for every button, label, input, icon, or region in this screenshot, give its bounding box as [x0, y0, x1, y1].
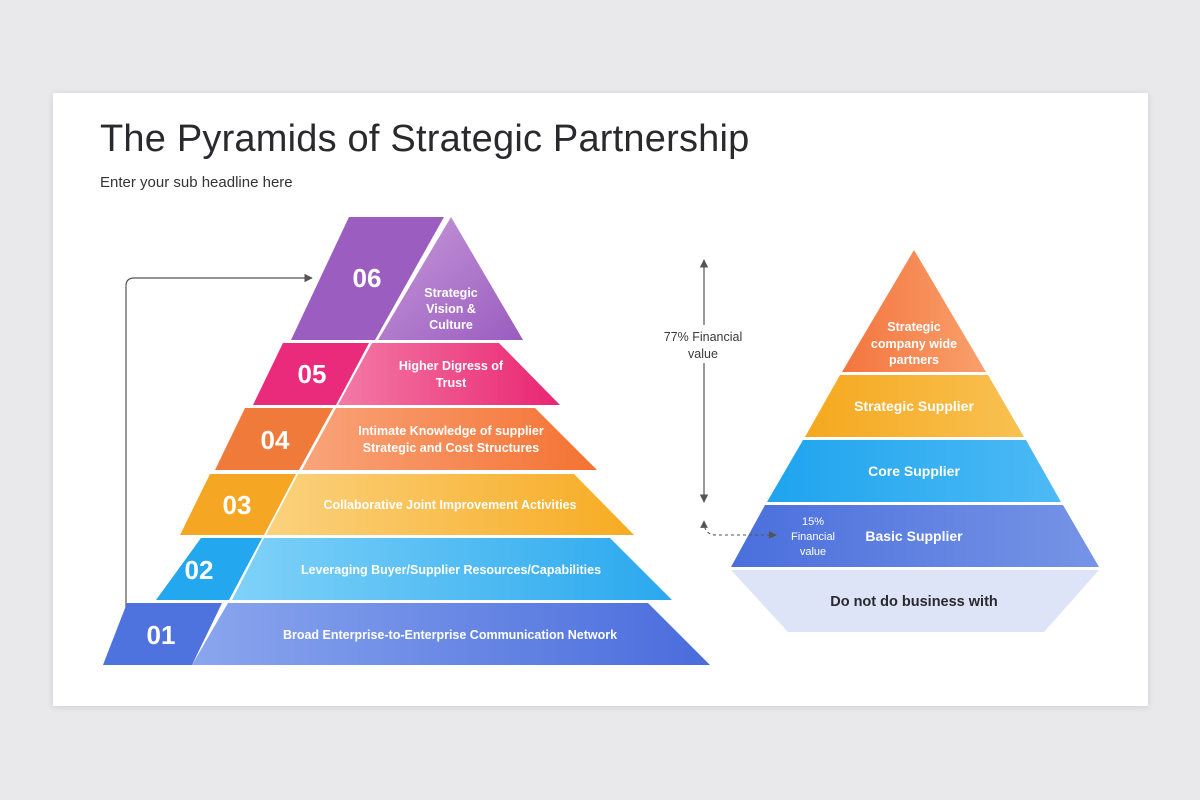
page-subtitle: Enter your sub headline here	[100, 174, 293, 191]
left-level-06-label-line3: Culture	[429, 318, 473, 332]
right-level-basic-supplier-label: Basic Supplier	[865, 528, 963, 544]
left-level-02-number: 02	[185, 555, 214, 585]
left-level-06-band	[378, 217, 523, 340]
financial-value-top-line2: value	[688, 347, 718, 361]
left-level-02-label: Leveraging Buyer/Supplier Resources/Capa…	[301, 563, 601, 577]
left-level-04-tab	[215, 408, 333, 470]
left-level-01-band	[192, 603, 710, 665]
basic-financial-line3: value	[800, 546, 826, 558]
left-level-02-band	[232, 538, 672, 600]
left-level-04-label-line1: Intimate Knowledge of supplier	[358, 424, 544, 438]
left-level-05-label-line1: Higher Digress of	[399, 359, 504, 373]
right-base-label: Do not do business with	[830, 594, 998, 610]
left-level-02-tab	[156, 538, 262, 600]
financial-value-label-bg	[656, 325, 752, 363]
left-level-03-number: 03	[223, 490, 252, 520]
left-level-03-tab	[180, 474, 296, 535]
basic-financial-pointer	[700, 520, 777, 539]
left-level-01-label: Broad Enterprise-to-Enterprise Communica…	[283, 628, 617, 642]
right-level-strategic-partners-line2: company wide	[871, 337, 957, 351]
right-level-strategic-supplier	[805, 375, 1024, 437]
left-level-04-number: 04	[261, 425, 290, 455]
left-level-06-label-line2: Vision &	[426, 302, 476, 316]
financial-value-top-line1: 77% Financial	[664, 330, 743, 344]
right-level-core-supplier-label: Core Supplier	[868, 463, 960, 479]
page-title: The Pyramids of Strategic Partnership	[100, 118, 750, 160]
basic-financial-line1: 15%	[802, 516, 824, 528]
left-level-04-label-line2: Strategic and Cost Structures	[363, 441, 539, 455]
connector-line	[125, 273, 313, 612]
basic-financial-line2: Financial	[791, 531, 835, 543]
left-level-06-label-line1: Strategic	[424, 286, 478, 300]
right-base-do-not-do-business	[731, 570, 1099, 632]
left-level-05-band	[338, 343, 560, 405]
left-level-05-number: 05	[298, 359, 327, 389]
left-level-05-label-line2: Trust	[436, 376, 467, 390]
right-level-strategic-partners	[842, 250, 986, 372]
left-level-04-band	[302, 408, 597, 470]
right-level-strategic-partners-line3: partners	[889, 353, 939, 367]
right-level-strategic-supplier-label: Strategic Supplier	[854, 398, 974, 414]
right-level-basic-supplier	[731, 505, 1099, 567]
left-level-03-label: Collaborative Joint Improvement Activiti…	[323, 498, 576, 512]
left-level-06-number: 06	[353, 263, 382, 293]
left-level-05-tab	[253, 343, 369, 405]
left-level-01-number: 01	[147, 620, 176, 650]
right-level-strategic-partners-line1: Strategic	[887, 320, 941, 334]
left-level-03-band	[266, 474, 634, 535]
right-level-core-supplier	[767, 440, 1061, 502]
left-level-06-tab	[291, 217, 444, 340]
left-level-01-tab	[103, 603, 222, 665]
